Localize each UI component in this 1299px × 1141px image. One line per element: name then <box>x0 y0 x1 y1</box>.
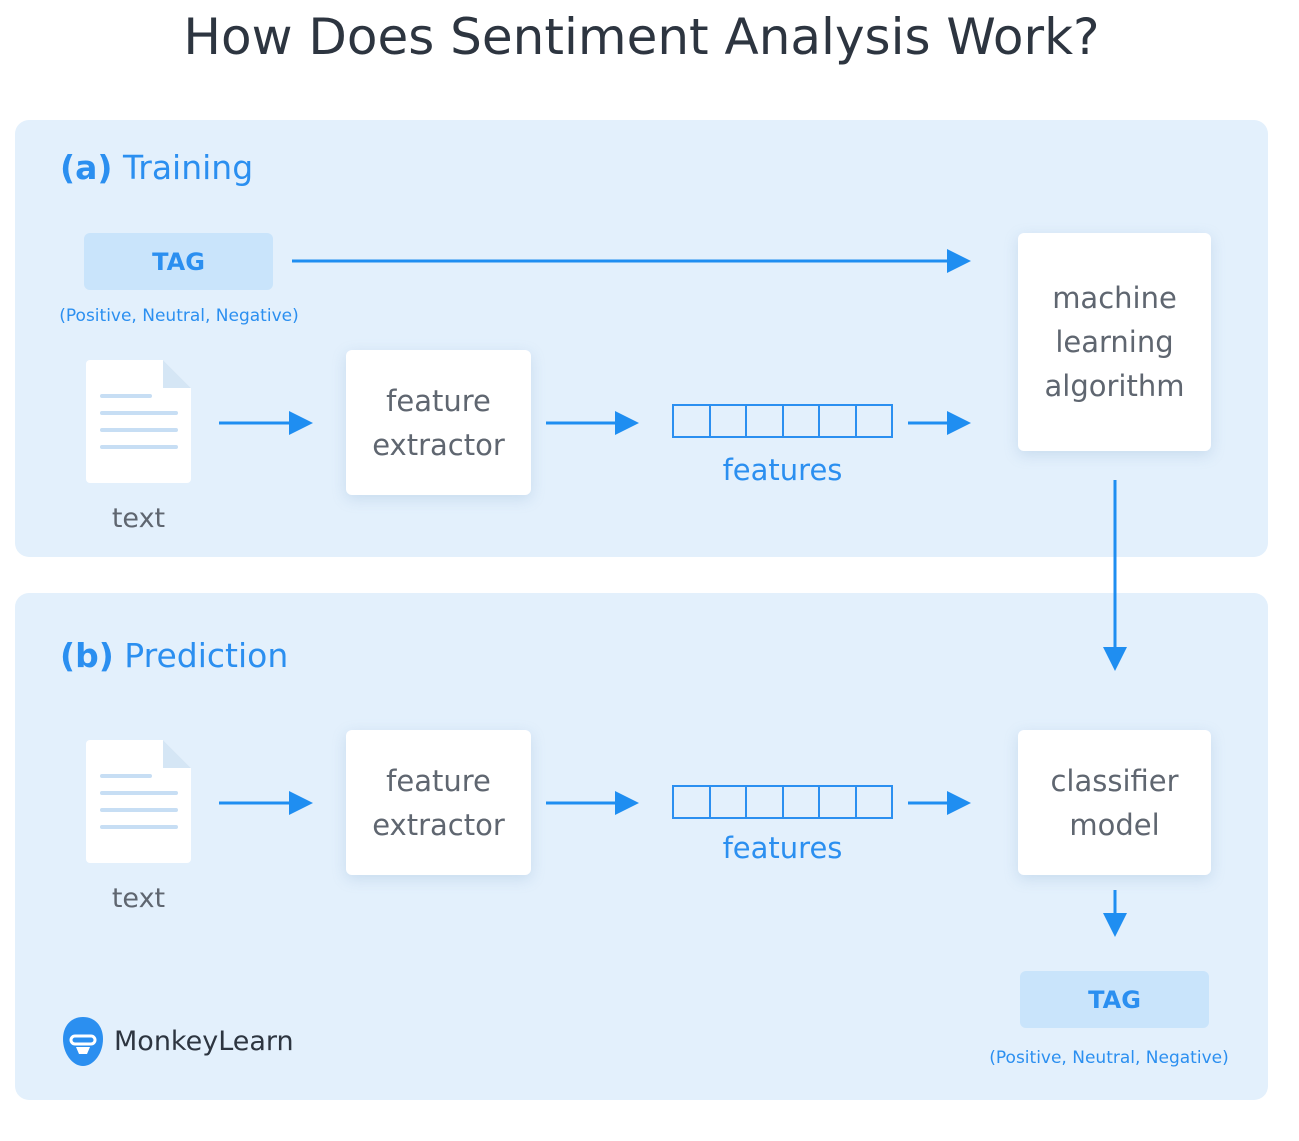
prediction-features-label: features <box>722 831 843 865</box>
training-tag-note: (Positive, Neutral, Negative) <box>59 306 299 326</box>
document-icon <box>86 360 191 483</box>
page-title: How Does Sentiment Analysis Work? <box>183 8 1100 66</box>
monkeylearn-logo-icon <box>63 1017 103 1066</box>
training-features-label: features <box>722 453 843 487</box>
prediction-features-vector <box>672 785 893 819</box>
training-features-vector <box>672 404 893 438</box>
brand-name: MonkeyLearn <box>114 1026 294 1057</box>
prediction-heading: (b) Prediction <box>60 636 289 675</box>
training-text-label: text <box>111 503 166 534</box>
prediction-tag-note: (Positive, Neutral, Negative) <box>989 1048 1229 1068</box>
training-tag: TAG <box>84 233 273 290</box>
training-heading: (a) Training <box>60 148 254 187</box>
prediction-text-label: text <box>111 883 166 914</box>
document-icon <box>86 740 191 863</box>
prediction-tag: TAG <box>1020 971 1209 1028</box>
